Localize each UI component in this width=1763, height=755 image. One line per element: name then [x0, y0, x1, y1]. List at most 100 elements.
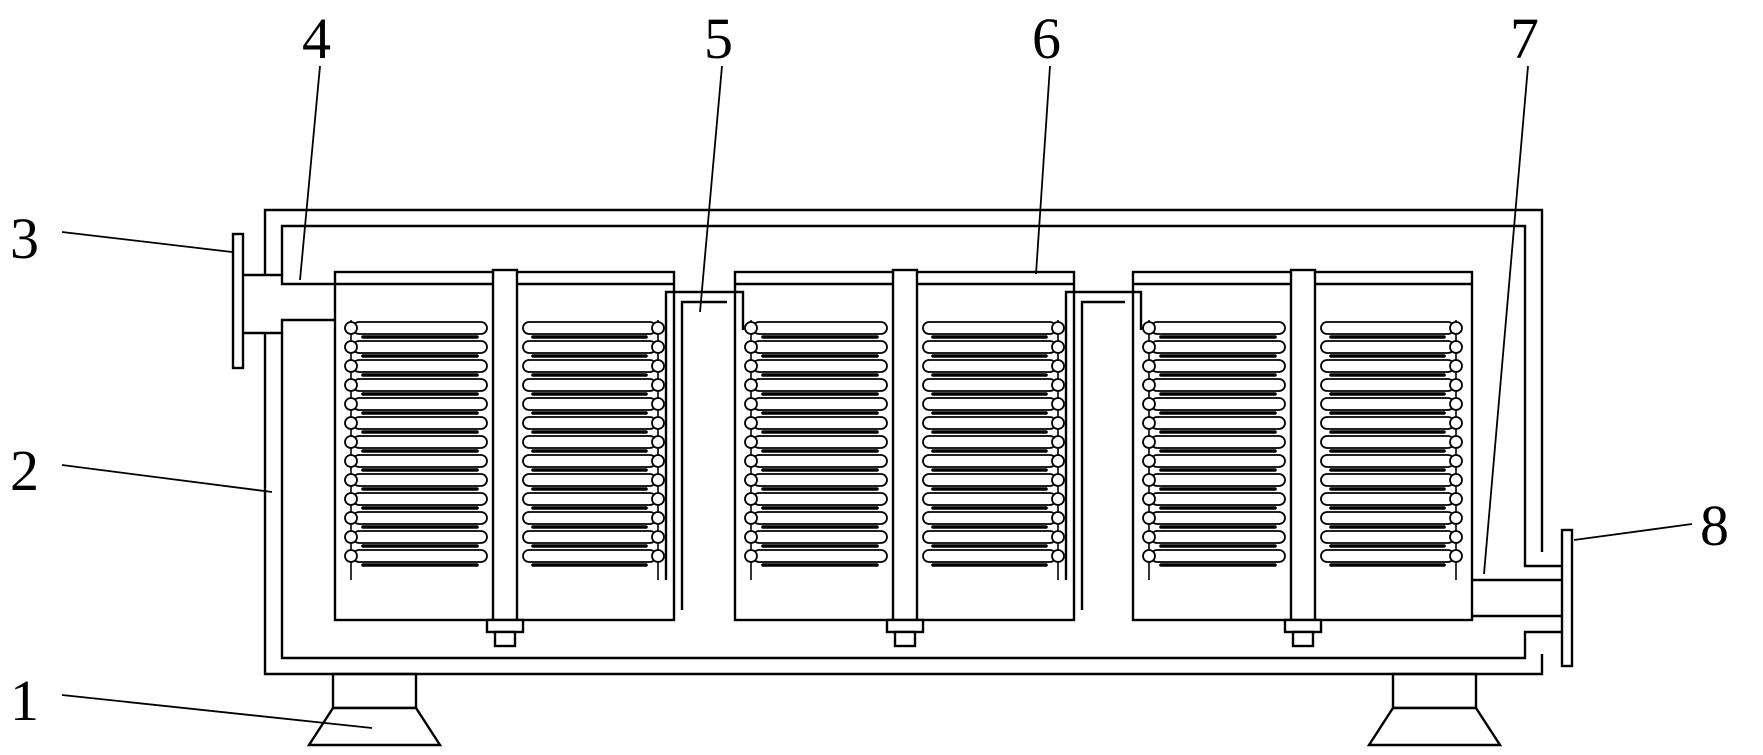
fin-slot	[522, 416, 657, 430]
header-joint	[1142, 359, 1156, 373]
header-joint	[344, 321, 358, 335]
header-joint	[1142, 378, 1156, 392]
header-joint	[1142, 340, 1156, 354]
header-joint	[344, 511, 358, 525]
header-joint	[1051, 492, 1065, 506]
fin-slot	[1320, 473, 1455, 487]
fin-slot	[922, 340, 1057, 354]
fin-slot	[1320, 321, 1455, 335]
header-joint	[1142, 511, 1156, 525]
fin-slot	[752, 454, 888, 468]
header-joint	[744, 492, 758, 506]
fin-slot	[1150, 454, 1286, 468]
leader-3	[61, 231, 233, 253]
fin-slot	[752, 397, 888, 411]
fin-slot	[1320, 359, 1455, 373]
outlet-pipe	[1472, 578, 1562, 618]
left-foot-base	[306, 706, 443, 747]
heat-exchange-modules	[333, 268, 1474, 648]
inlet-assembly	[231, 232, 335, 370]
header-joint	[1449, 340, 1463, 354]
header-joint	[1142, 454, 1156, 468]
rod-bolt-end	[893, 630, 917, 648]
header-joint	[651, 454, 665, 468]
callout-2: 2	[10, 438, 39, 503]
header-joint	[651, 473, 665, 487]
leader-7	[1483, 65, 1529, 575]
module-3	[1131, 268, 1474, 648]
central-rod	[491, 268, 519, 622]
header-joint	[1142, 473, 1156, 487]
fin-slot	[352, 454, 488, 468]
fin-slot	[522, 397, 657, 411]
right-foot-block	[1391, 672, 1478, 710]
fin-slot	[922, 511, 1057, 525]
header-joint	[344, 435, 358, 449]
header-joint	[1449, 511, 1463, 525]
connector-tube-1	[664, 290, 745, 580]
fin-slot	[1320, 340, 1455, 354]
connector-tube-2	[1064, 290, 1143, 580]
callout-6: 6	[1032, 6, 1061, 71]
central-rod	[1289, 268, 1317, 622]
callout-4: 4	[302, 6, 331, 71]
fin-slot	[1150, 416, 1286, 430]
header-joint	[1051, 530, 1065, 544]
fin-slot	[522, 454, 657, 468]
header-joint	[1449, 473, 1463, 487]
module-2	[733, 268, 1076, 648]
fin-slot	[1320, 435, 1455, 449]
fin-slot	[352, 492, 488, 506]
callout-7: 7	[1510, 6, 1539, 71]
header-joint	[344, 492, 358, 506]
fin-slot	[922, 435, 1057, 449]
fin-slot	[1150, 473, 1286, 487]
fin-slot	[922, 530, 1057, 544]
fin-slot	[1320, 530, 1455, 544]
header-joint	[1051, 321, 1065, 335]
header-joint	[1051, 435, 1065, 449]
header-joint	[1142, 416, 1156, 430]
header-joint	[1051, 378, 1065, 392]
fin-slot	[922, 549, 1057, 563]
callout-8: 8	[1700, 493, 1729, 558]
fin-slot	[352, 359, 488, 373]
fin-slot	[1150, 359, 1286, 373]
connecting-tubes	[664, 290, 1143, 610]
fin-slot	[922, 492, 1057, 506]
callout-labels: 1 2 3 4 5 6 7 8	[10, 6, 1729, 733]
header-joint	[344, 530, 358, 544]
fin-slot	[922, 397, 1057, 411]
fin-slot	[752, 359, 888, 373]
header-joint	[1449, 435, 1463, 449]
fin-slot	[522, 359, 657, 373]
fin-slot	[352, 511, 488, 525]
header-joint	[344, 359, 358, 373]
header-joint	[344, 397, 358, 411]
fin-slot	[352, 378, 488, 392]
header-joint	[1142, 549, 1156, 563]
fin-slot	[752, 378, 888, 392]
header-joint	[1142, 321, 1156, 335]
fin-slot	[522, 321, 657, 335]
header-joint	[1051, 511, 1065, 525]
header-joint	[1051, 416, 1065, 430]
callout-3: 3	[10, 206, 39, 271]
fin-slot	[752, 530, 888, 544]
outer-housing	[263, 208, 1544, 676]
fin-slot	[752, 511, 888, 525]
fin-slot	[352, 416, 488, 430]
leader-1	[61, 694, 373, 729]
fin-slot	[752, 549, 888, 563]
header-joint	[651, 416, 665, 430]
header-joint	[651, 511, 665, 525]
header-joint	[744, 530, 758, 544]
fin-slot	[352, 473, 488, 487]
inlet-flange	[231, 232, 245, 370]
callout-1: 1	[10, 668, 39, 733]
fin-slot	[352, 340, 488, 354]
header-joint	[651, 435, 665, 449]
header-joint	[1142, 492, 1156, 506]
leader-8	[1573, 523, 1693, 541]
